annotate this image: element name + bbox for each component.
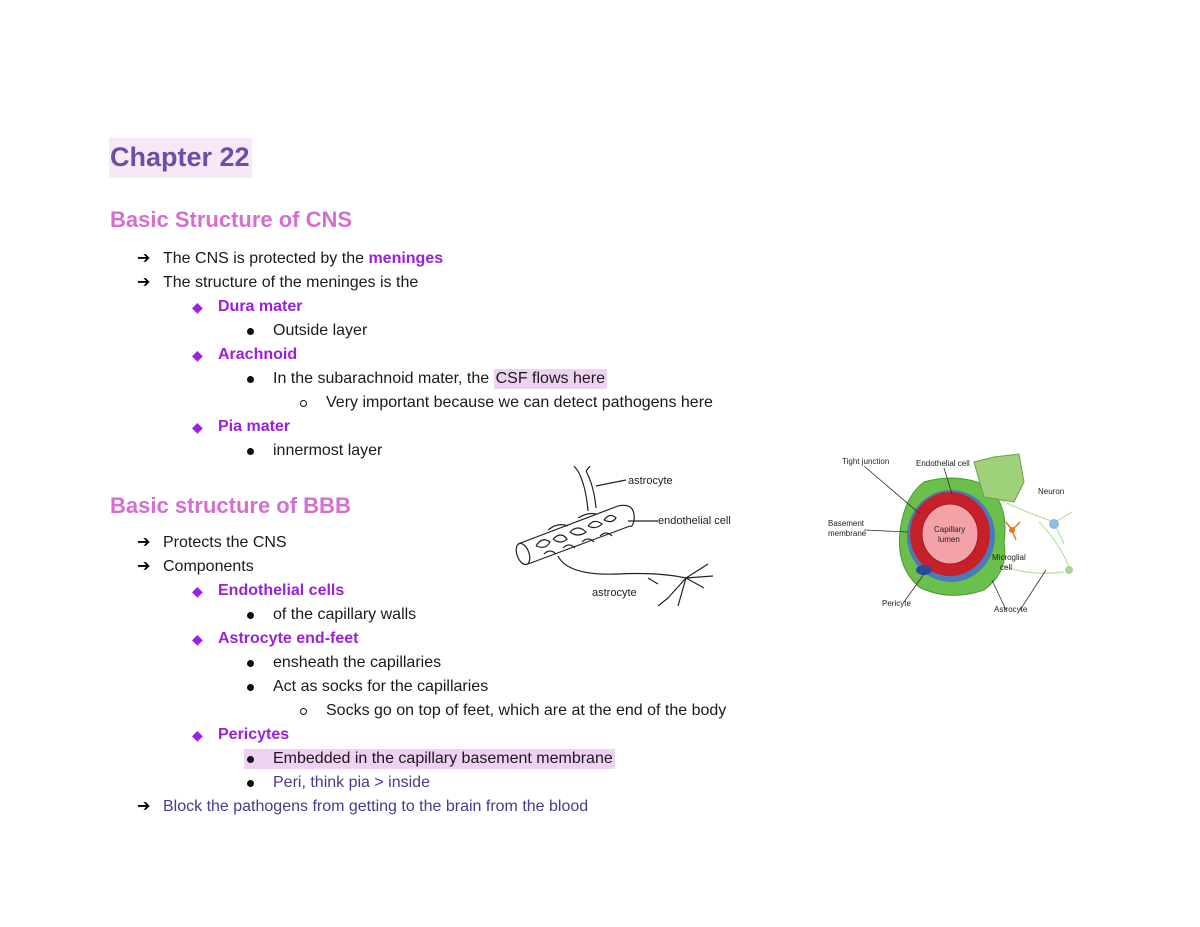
microglial-icon	[1009, 527, 1015, 533]
subbullet-astrocyte: ◆ Astrocyte end-feet	[192, 630, 359, 647]
diamond-bullet-icon: ◆	[192, 347, 203, 363]
item-dura-outside: Outside layer	[246, 321, 367, 341]
bullet-block-pathogens: ➔ Block the pathogens from getting to th…	[137, 798, 589, 815]
neuron-icon	[1049, 519, 1059, 529]
item-arachnoid-important: Very important because we can detect pat…	[300, 393, 713, 413]
bullet-components: ➔ Components	[137, 558, 254, 575]
label-astrocyte: Astrocyte	[994, 605, 1028, 614]
subbullet-pia: ◆ Pia mater	[192, 418, 291, 435]
item-pia-innermost: innermost layer	[246, 441, 382, 461]
item-arachnoid-csf: In the subarachnoid mater, the CSF flows…	[246, 369, 607, 389]
keyword-meninges: meninges	[368, 250, 444, 267]
arrow-bullet-icon: ➔	[137, 558, 151, 575]
item-socks: Act as socks for the capillaries	[246, 677, 488, 697]
capillary-astrocyte-figure: astrocyte endothelial cell astrocyte	[515, 466, 731, 607]
dot-bullet-icon	[247, 659, 254, 667]
item-peri-pia: Peri, think pia > inside	[246, 773, 430, 793]
label-astrocyte-bottom: astrocyte	[592, 587, 637, 599]
bullet-meninges-structure: ➔ The structure of the meninges is the	[137, 274, 419, 291]
diamond-bullet-icon: ◆	[192, 419, 203, 435]
label-tight-junction: Tight junction	[842, 457, 889, 466]
bullet-cns-protected: ➔ The CNS is protected by the meninges	[137, 250, 444, 267]
dot-bullet-icon	[247, 755, 254, 763]
diamond-bullet-icon: ◆	[192, 583, 203, 599]
dot-bullet-icon	[247, 611, 254, 619]
label-microglial-2: cell	[1000, 563, 1012, 572]
label-pericyte: Pericyte	[882, 599, 911, 608]
subbullet-pericytes: ◆ Pericytes	[192, 726, 290, 743]
label-capillary-2: lumen	[938, 535, 960, 544]
highlight-csf: CSF flows here	[493, 369, 607, 389]
diamond-bullet-icon: ◆	[192, 299, 203, 315]
section-heading-cns: Basic Structure of CNS	[110, 207, 353, 232]
section-heading-bbb: Basic structure of BBB	[110, 493, 351, 518]
item-embedded-highlight: Embedded in the capillary basement membr…	[244, 749, 615, 769]
label-basement-2: membrane	[828, 529, 867, 538]
label-endothelial-cell: Endothelial cell	[916, 459, 970, 468]
page-title: Chapter 22	[109, 138, 252, 178]
subbullet-endothelial: ◆ Endothelial cells	[192, 582, 345, 599]
subbullet-dura: ◆ Dura mater	[192, 298, 303, 315]
circle-bullet-icon	[300, 399, 307, 407]
arrow-bullet-icon: ➔	[137, 250, 151, 267]
label-microglial-1: Microglial	[992, 553, 1026, 562]
item-ensheath: ensheath the capillaries	[246, 653, 441, 673]
bbb-cross-section-figure: Tight junction Endothelial cell Basement…	[828, 453, 1073, 614]
circle-bullet-icon	[300, 707, 307, 715]
label-endothelial: endothelial cell	[658, 515, 731, 527]
label-capillary-1: Capillary	[934, 525, 965, 534]
dot-bullet-icon	[247, 683, 254, 691]
diamond-bullet-icon: ◆	[192, 727, 203, 743]
label-astrocyte-top: astrocyte	[628, 475, 673, 487]
item-capillary-walls: of the capillary walls	[246, 605, 416, 625]
dot-bullet-icon	[247, 779, 254, 787]
subbullet-arachnoid: ◆ Arachnoid	[192, 346, 298, 363]
label-basement-1: Basement	[828, 519, 865, 528]
dot-bullet-icon	[247, 447, 254, 455]
arrow-bullet-icon: ➔	[137, 798, 151, 815]
dot-bullet-icon	[247, 327, 254, 335]
label-neuron: Neuron	[1038, 487, 1064, 496]
diamond-bullet-icon: ◆	[192, 631, 203, 647]
arrow-bullet-icon: ➔	[137, 274, 151, 291]
arrow-bullet-icon: ➔	[137, 534, 151, 551]
item-socks-note: Socks go on top of feet, which are at th…	[300, 701, 726, 721]
bullet-protects-cns: ➔ Protects the CNS	[137, 534, 287, 551]
dot-bullet-icon	[247, 375, 254, 383]
